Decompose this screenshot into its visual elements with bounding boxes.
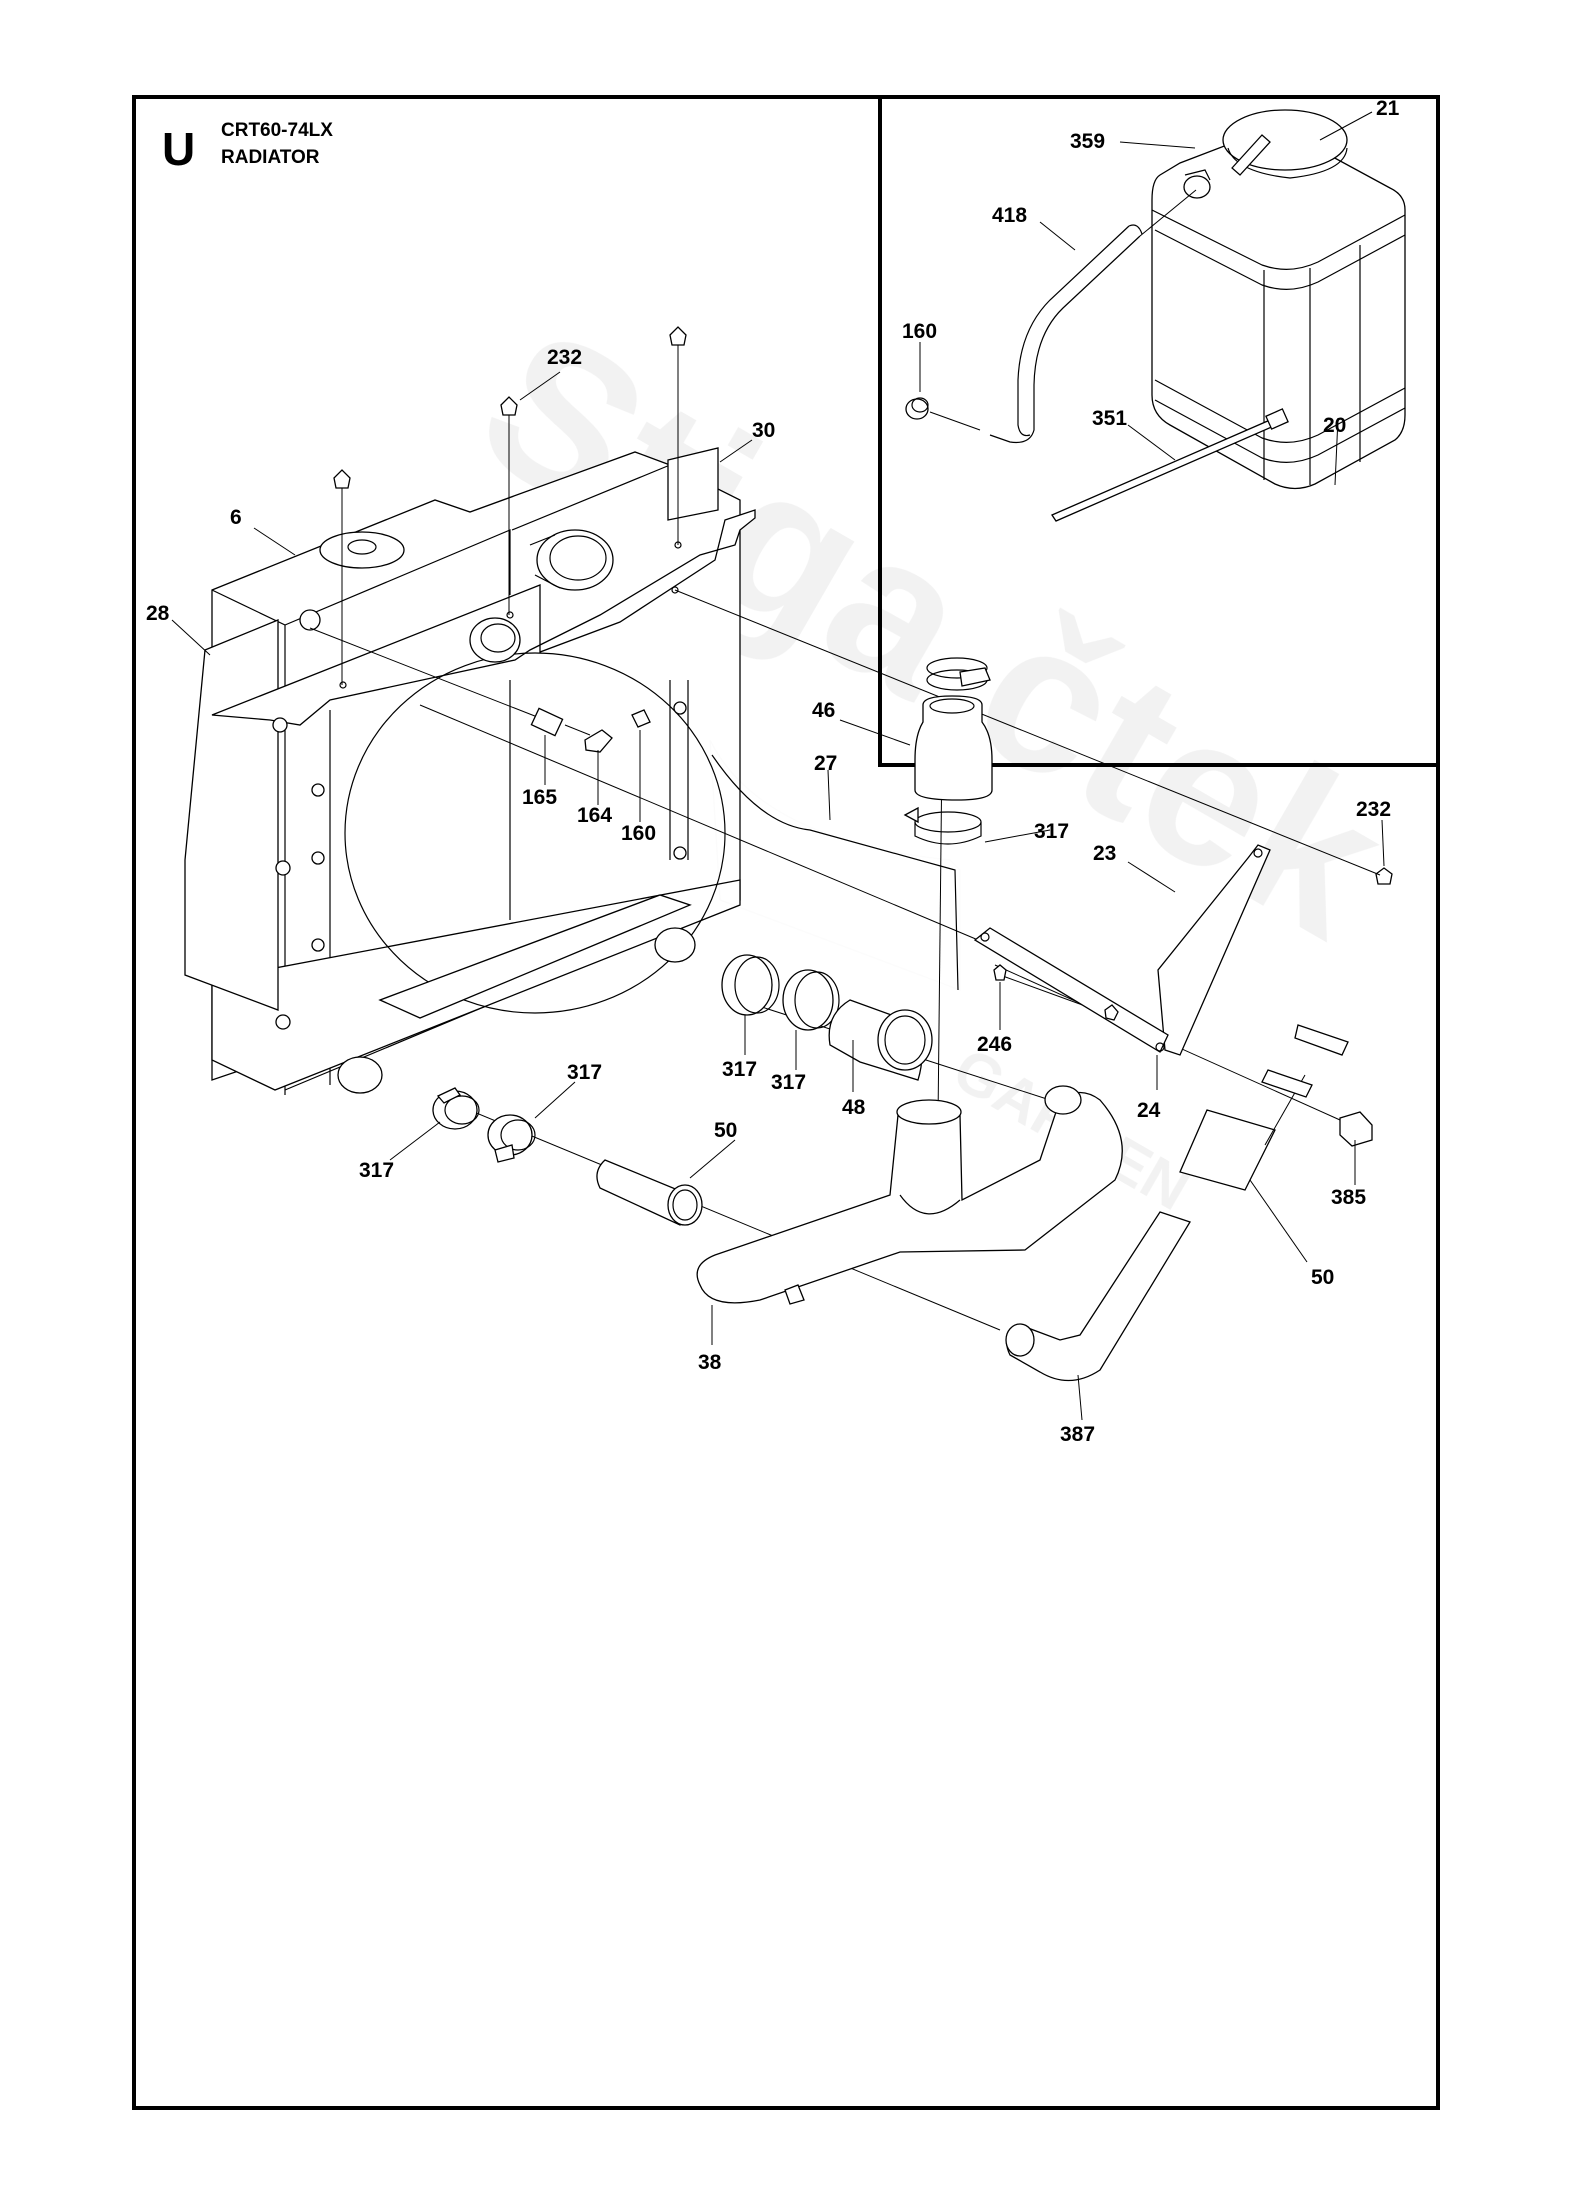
- cable-tie-drawing: [1051, 408, 1289, 522]
- radiator-cap: [319, 531, 405, 569]
- tank-body: [1151, 139, 1406, 490]
- callout-50-right[interactable]: 50: [1311, 1266, 1334, 1289]
- callout-30[interactable]: 30: [752, 419, 775, 442]
- section-letter: U: [162, 123, 195, 175]
- callout-351[interactable]: 351: [1092, 407, 1127, 430]
- hose-48: [877, 1009, 933, 1071]
- callout-385[interactable]: 385: [1331, 1186, 1366, 1209]
- callout-317-mid-b[interactable]: 317: [771, 1071, 806, 1094]
- radiator-drawing: [184, 447, 959, 1095]
- hose-46-drawing: [903, 657, 993, 845]
- expansion-tank-drawing: [1151, 109, 1406, 490]
- callout-317-left-a[interactable]: 317: [567, 1061, 602, 1084]
- diagram-title: U CRT60-74LX RADIATOR: [162, 120, 333, 175]
- model-name: CRT60-74LX: [221, 120, 333, 141]
- callout-160-inset[interactable]: 160: [902, 320, 937, 343]
- hose-sleeve-right: [1179, 1109, 1276, 1191]
- callout-317-upper[interactable]: 317: [1034, 820, 1069, 843]
- diagram-frame: [132, 95, 1440, 2110]
- callout-387[interactable]: 387: [1060, 1423, 1095, 1446]
- callout-160[interactable]: 160: [621, 822, 656, 845]
- callout-6[interactable]: 6: [230, 506, 242, 529]
- leader-lines: [171, 111, 1385, 1421]
- lower-hose-drawing: [696, 1085, 1123, 1305]
- bolts-232-drawing: [333, 326, 1393, 885]
- callout-23[interactable]: 23: [1093, 842, 1116, 865]
- hose-50-left: [596, 1159, 691, 1226]
- upper-outlet: [536, 529, 614, 591]
- callout-20[interactable]: 20: [1323, 414, 1346, 437]
- callout-50-left[interactable]: 50: [714, 1119, 737, 1142]
- assembly-name: RADIATOR: [221, 147, 320, 168]
- shroud-top-plate: [211, 509, 756, 726]
- rubber-mount: [1339, 1111, 1373, 1147]
- upper-hose-drawing: [1005, 1024, 1373, 1382]
- hose-50-left-drawing: [432, 1087, 703, 1226]
- callout-46[interactable]: 46: [812, 699, 835, 722]
- overflow-hose-drawing: [905, 189, 1197, 444]
- callout-232-top[interactable]: 232: [547, 346, 582, 369]
- callout-27[interactable]: 27: [814, 752, 837, 775]
- callout-317-left-b[interactable]: 317: [359, 1159, 394, 1182]
- callout-418[interactable]: 418: [992, 204, 1027, 227]
- fittings-drawing: [530, 707, 651, 753]
- callout-164[interactable]: 164: [577, 804, 612, 827]
- hose-48-drawing: [721, 954, 933, 1081]
- callout-232-right[interactable]: 232: [1356, 798, 1391, 821]
- stay-bracket: [973, 927, 1169, 1053]
- callout-246[interactable]: 246: [977, 1033, 1012, 1056]
- callout-labels: 21 359 418 160 351 20 232 30 6 28 46 27 …: [146, 97, 1400, 1446]
- callout-359[interactable]: 359: [1070, 130, 1105, 153]
- callout-38[interactable]: 38: [698, 1351, 722, 1374]
- lower-radiator-hose: [696, 1091, 1123, 1304]
- callout-317-mid-a[interactable]: 317: [722, 1058, 757, 1081]
- reducer-hose: [914, 695, 993, 801]
- callout-21[interactable]: 21: [1376, 97, 1400, 120]
- callout-24[interactable]: 24: [1137, 1099, 1161, 1122]
- callout-48[interactable]: 48: [842, 1096, 866, 1119]
- side-shroud: [184, 619, 279, 1011]
- support-bracket: [1157, 844, 1271, 1056]
- inset-frame: [878, 95, 1440, 767]
- brackets-drawing: [973, 844, 1271, 1056]
- callout-28[interactable]: 28: [146, 602, 170, 625]
- callout-165[interactable]: 165: [522, 786, 557, 809]
